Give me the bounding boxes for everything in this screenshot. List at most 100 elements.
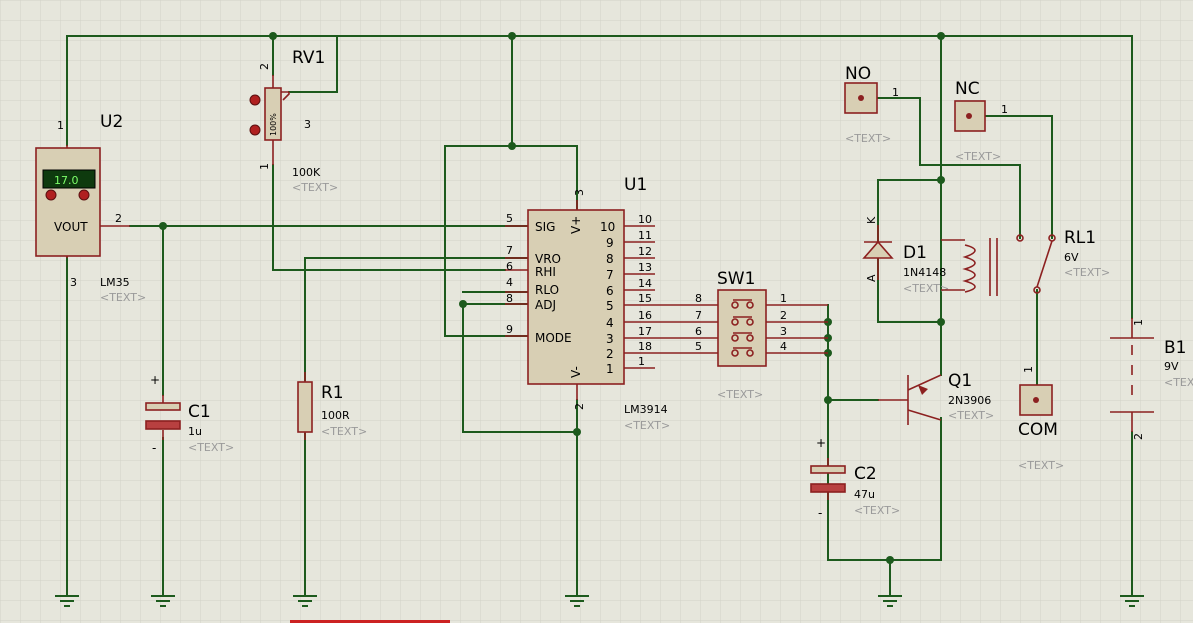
u1-pin-name: 10 bbox=[600, 220, 615, 234]
sw1-pin-right: 4 bbox=[780, 340, 787, 353]
c2-value: 47u bbox=[854, 488, 875, 501]
d1-text: <TEXT> bbox=[903, 282, 949, 295]
sw1-pin-left: 6 bbox=[695, 325, 702, 338]
c2-plate-bottom bbox=[810, 483, 846, 493]
sw1-pin-left: 5 bbox=[695, 340, 702, 353]
com-terminal[interactable]: 1 COM <TEXT> bbox=[1018, 366, 1064, 472]
sw1-pin-right: 3 bbox=[780, 325, 787, 338]
d1-a: A bbox=[865, 274, 878, 282]
horizontal-scrollbar[interactable] bbox=[290, 620, 450, 623]
u2-button-icon[interactable] bbox=[45, 189, 57, 201]
u1-pin-num: 10 bbox=[638, 213, 652, 226]
u1-pin-name: 1 bbox=[606, 362, 614, 376]
u1-vminus-label: V- bbox=[569, 366, 583, 378]
b1-pin-1: 1 bbox=[1132, 319, 1145, 326]
nc-terminal[interactable]: NC 1 <TEXT> bbox=[954, 79, 1008, 163]
u2-button-icon[interactable] bbox=[78, 189, 90, 201]
r1-body bbox=[297, 381, 313, 433]
no-pin: 1 bbox=[892, 86, 899, 99]
u1-pin-num: 5 bbox=[506, 212, 513, 225]
u1-pin-name: SIG bbox=[535, 220, 555, 234]
u1-pin-name: RLO bbox=[535, 283, 559, 297]
no-terminal[interactable]: NO 1 <TEXT> bbox=[844, 64, 899, 145]
rv1-percent: 100% bbox=[269, 113, 278, 136]
com-pin: 1 bbox=[1022, 366, 1035, 373]
u1-pin-num: 1 bbox=[638, 355, 645, 368]
b1-battery[interactable]: 1 2 B1 9V <TEXT> bbox=[1110, 318, 1193, 440]
sw1-switch-2[interactable] bbox=[731, 316, 754, 326]
com-label: COM bbox=[1018, 420, 1058, 440]
sw1-pin-left: 7 bbox=[695, 309, 702, 322]
q1-transistor[interactable]: Q1 2N3906 <TEXT> bbox=[878, 371, 994, 425]
c2-capacitor[interactable]: + - C2 47u <TEXT> bbox=[810, 436, 900, 520]
sw1-ref: SW1 bbox=[717, 269, 755, 289]
rv1-ref: RV1 bbox=[292, 48, 325, 68]
rl1-value: 6V bbox=[1064, 251, 1079, 264]
c1-capacitor[interactable]: + - C1 1u <TEXT> bbox=[145, 373, 234, 455]
u1-text: <TEXT> bbox=[624, 419, 670, 432]
u2-ref: U2 bbox=[100, 112, 123, 132]
u1-pin-name: 8 bbox=[606, 252, 614, 266]
b1-ref: B1 bbox=[1164, 338, 1186, 358]
b1-value: 9V bbox=[1164, 360, 1179, 373]
u2-pin-vout-label: VOUT bbox=[54, 220, 88, 234]
u1-pin-num: 7 bbox=[506, 244, 513, 257]
d1-ref: D1 bbox=[903, 243, 927, 263]
u1-pin-top: 3 bbox=[573, 189, 586, 196]
u1-lm3914[interactable]: 5 7 6 4 8 9 SIG VRO RHI RLO ADJ MODE 10 … bbox=[505, 175, 718, 432]
rl1-relay[interactable]: RL1 6V <TEXT> bbox=[941, 228, 1110, 296]
ground-symbols bbox=[55, 587, 1144, 607]
u1-pin-name: 2 bbox=[606, 347, 614, 361]
u1-vplus-label: V+ bbox=[569, 216, 583, 234]
u2-display-value: 17.0 bbox=[54, 174, 79, 187]
r1-ref: R1 bbox=[321, 383, 344, 403]
u2-display bbox=[42, 169, 96, 189]
c1-value: 1u bbox=[188, 425, 202, 438]
u2-pin-1: 1 bbox=[57, 119, 64, 132]
sw1-dip-switch[interactable]: 8 7 6 5 1 2 3 4 SW1 <TEXT> bbox=[695, 269, 828, 401]
no-text: <TEXT> bbox=[845, 132, 891, 145]
sw1-switch-1[interactable] bbox=[731, 299, 754, 309]
sw1-text: <TEXT> bbox=[717, 388, 763, 401]
u1-pin-num: 9 bbox=[506, 323, 513, 336]
c2-plate-top bbox=[810, 465, 846, 474]
sw1-body bbox=[717, 289, 767, 367]
d1-diode[interactable]: K A D1 1N4148 <TEXT> bbox=[862, 216, 949, 295]
u2-pin-2: 2 bbox=[115, 212, 122, 225]
junction-dots bbox=[159, 32, 945, 564]
u1-pin-num: 14 bbox=[638, 277, 652, 290]
rv1-pin-3: 3 bbox=[304, 118, 311, 131]
c1-plus: + bbox=[150, 373, 160, 387]
sw1-switch-4[interactable] bbox=[731, 347, 754, 357]
u1-pin-name: MODE bbox=[535, 331, 572, 345]
no-label: NO bbox=[845, 64, 871, 84]
rv1-increase-icon[interactable] bbox=[249, 94, 261, 106]
d1-symbol bbox=[862, 240, 894, 259]
sw1-pin-left: 8 bbox=[695, 292, 702, 305]
u1-pin-num: 17 bbox=[638, 325, 652, 338]
u1-pin-num: 12 bbox=[638, 245, 652, 258]
r1-value: 100R bbox=[321, 409, 350, 422]
rv1-text: <TEXT> bbox=[292, 181, 338, 194]
c1-minus: - bbox=[152, 441, 156, 455]
u1-pin-name: RHI bbox=[535, 265, 556, 279]
u1-body bbox=[527, 209, 625, 385]
rv1-pin-2: 2 bbox=[258, 63, 271, 70]
rv1-pin-1: 1 bbox=[258, 163, 271, 170]
u1-pin-name: ADJ bbox=[535, 298, 556, 312]
u1-ref: U1 bbox=[624, 175, 647, 195]
r1-resistor[interactable]: R1 100R <TEXT> bbox=[297, 372, 367, 440]
rv1-decrease-icon[interactable] bbox=[249, 124, 261, 136]
sw1-switch-3[interactable] bbox=[731, 332, 754, 342]
u1-pin-name: 3 bbox=[606, 332, 614, 346]
u1-pin-name: 7 bbox=[606, 268, 614, 282]
u1-pin-num: 16 bbox=[638, 309, 652, 322]
c2-text: <TEXT> bbox=[854, 504, 900, 517]
q1-ref: Q1 bbox=[948, 371, 972, 391]
b1-text: <TEXT> bbox=[1164, 376, 1193, 389]
u2-lm35[interactable]: 17.0 VOUT 1 2 3 U2 LM35 <TEXT> bbox=[35, 112, 146, 304]
rv1-potentiometer[interactable]: 100% RV1 2 3 1 100K <TEXT> bbox=[249, 48, 338, 194]
u1-pin-num: 13 bbox=[638, 261, 652, 274]
u1-pin-num: 11 bbox=[638, 229, 652, 242]
